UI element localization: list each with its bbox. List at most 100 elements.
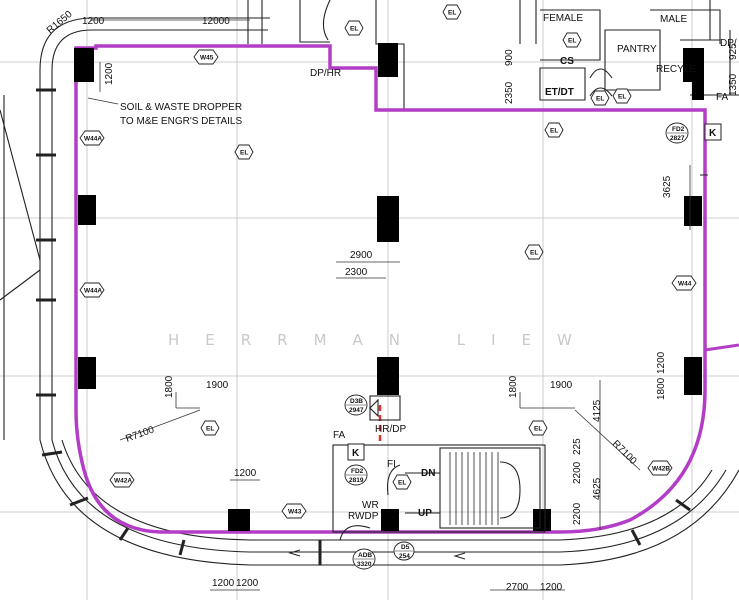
svg-text:W45: W45 [200,55,214,62]
dim-1800-right: 1800 [508,375,519,398]
dim-900: 900 [504,49,515,66]
column [377,357,399,395]
svg-text:EL: EL [550,128,558,135]
dim-1800-left: 1800 [164,375,175,398]
door-tag-fd2-top: FD2 2827 [665,122,689,144]
svg-text:EL: EL [530,250,538,257]
outer-diagonals [0,95,41,440]
label-et-dt: ET/DT [545,87,574,98]
door-tag-adb: ADB 3320 [352,548,376,570]
dim-r7100-right: R7100 [610,438,639,467]
door-tag-d5: D5 254 [393,541,415,561]
svg-text:D3B: D3B [350,398,363,405]
label-rwdp: RWDP [348,511,379,522]
svg-text:K: K [352,448,360,459]
label-male: MALE [660,14,688,25]
label-recycle: RECYLE [656,64,696,75]
column [381,509,399,531]
svg-text:2819: 2819 [349,477,364,484]
dim-2700: 2700 [506,582,529,593]
label-fa: FA [333,430,346,441]
dim-225: 225 [572,438,583,455]
svg-text:EL: EL [240,150,248,157]
column [74,48,94,82]
column [378,43,398,77]
dim-1200-vert-left: 1200 [104,62,115,85]
svg-text:EL: EL [448,10,456,17]
svg-text:W43: W43 [288,509,302,516]
dim-12000-top: 12000 [202,16,230,27]
svg-text:EL: EL [206,426,214,433]
dim-1900-right: 1900 [550,380,573,391]
label-dp-hr-top: DP/HR [310,68,341,79]
column [684,357,702,395]
label-fi: FI [387,459,396,470]
svg-text:2947: 2947 [349,407,364,414]
dim-3625: 3625 [662,175,673,198]
svg-text:2827: 2827 [670,135,685,142]
column [692,48,704,100]
label-cs: CS [560,56,574,67]
svg-text:EL: EL [398,480,406,487]
stair-core [332,444,546,541]
watermark: HERRMAN LIEW [168,331,598,349]
svg-text:K: K [709,128,717,139]
dim-1200-right-vert: 1200 [656,351,667,374]
column [228,509,250,531]
dim-r7100-left: R7100 [124,424,156,445]
label-hr-dp: HR/DP [375,424,406,435]
label-dp-top-right: DP/ [720,38,737,49]
label-pantry: PANTRY [617,44,657,55]
dim-2900: 2900 [350,250,373,261]
svg-text:EL: EL [568,38,576,45]
boundary-stub [704,343,739,352]
column [377,196,399,242]
svg-text:FD2: FD2 [351,468,364,475]
label-female: FEMALE [543,13,583,24]
dim-1200-bottom-mid: 1200 [234,468,257,479]
dim-1200-top: 1200 [82,16,105,27]
label-up: UP [418,508,432,519]
dim-1200-bl-b: 1200 [236,578,259,589]
svg-text:3320: 3320 [357,561,372,568]
svg-text:EL: EL [534,426,542,433]
column [684,196,702,226]
dimension-lines [90,19,691,591]
dim-1800-far-right: 1800 [656,377,667,400]
fire-cabinet [369,395,401,421]
dim-2200-a: 2200 [572,461,583,484]
svg-text:ADB: ADB [358,552,372,559]
dim-2350: 2350 [504,81,515,104]
door-tag-d3b: D3B 2947 [344,394,368,416]
dim-925: 925 [728,43,739,60]
svg-text:W42B: W42B [652,466,670,473]
svg-text:W44: W44 [678,281,692,288]
label-wr: WR [362,500,379,511]
window-tags: W45 W44A W44A W44 W42A W42B W43 [79,49,697,519]
column [533,509,551,531]
column [78,357,96,389]
outer-facade [39,17,739,566]
dim-2300: 2300 [345,267,368,278]
svg-text:W44A: W44A [84,136,102,143]
svg-text:W42A: W42A [114,478,132,485]
lease-boundary [74,44,707,534]
dim-r1650: R1650 [45,9,75,37]
dim-1200-br: 1200 [540,582,563,593]
dim-1200-bl-a: 1200 [212,578,235,589]
el-tags: EL EL EL EL EL EL EL EL EL EL EL [200,4,632,490]
soil-note-line2: TO M&E ENGR'S DETAILS [120,116,242,127]
columns [74,43,704,531]
label-dn: DN [421,468,435,479]
k-marker-mid: K [347,443,365,461]
dim-4625: 4625 [592,477,603,500]
svg-text:FD2: FD2 [672,126,685,133]
svg-text:EL: EL [596,96,604,103]
svg-text:W44A: W44A [84,288,102,295]
label-fa-top-right: FA [716,92,729,103]
dim-2200-b: 2200 [572,502,583,525]
svg-text:EL: EL [618,94,626,101]
door-tag-fd2-mid: FD2 2819 [344,464,368,486]
